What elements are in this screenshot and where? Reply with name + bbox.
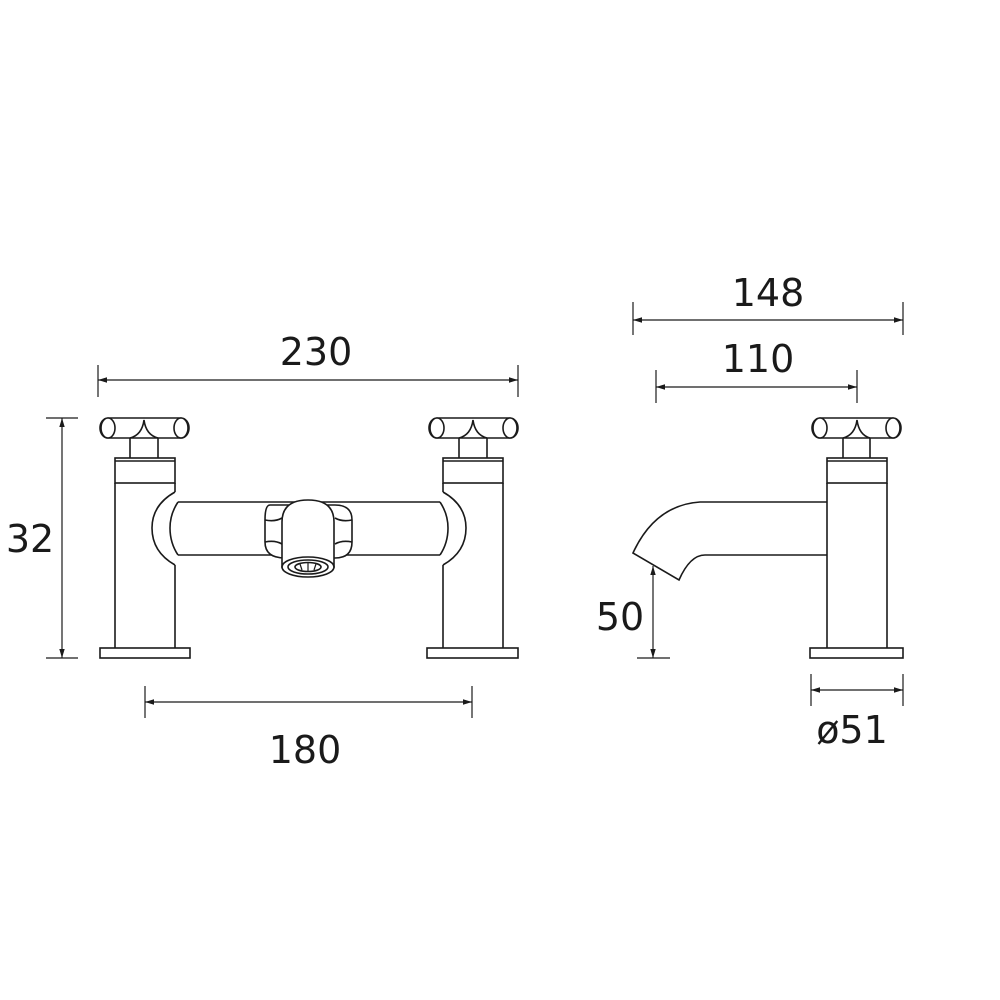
side-cross-handle-icon	[811, 417, 902, 439]
dimension-label-110: 110	[722, 337, 795, 381]
dimension-overall-depth: 148	[632, 271, 904, 335]
left-cross-handle-icon	[99, 417, 190, 439]
left-base-plate	[99, 647, 191, 659]
dimension-spout-reach: 110	[655, 337, 858, 403]
right-base-plate	[426, 647, 519, 659]
left-pillar	[99, 417, 191, 659]
dimension-label-180: 180	[269, 728, 342, 772]
side-view: 148 110 50 ø51	[596, 271, 904, 752]
dimension-label-d51: ø51	[816, 708, 888, 752]
right-cross-handle-icon	[428, 417, 519, 439]
side-spout	[631, 501, 827, 582]
front-spout	[264, 499, 353, 578]
right-pillar	[426, 417, 519, 659]
dimension-label-230: 230	[280, 330, 353, 374]
dimension-label-32: 32	[6, 517, 54, 561]
right-collar	[442, 457, 504, 484]
dimension-centres: 180	[144, 686, 473, 772]
dimension-label-148: 148	[732, 271, 805, 315]
left-collar	[114, 457, 176, 484]
side-base-plate	[809, 647, 904, 659]
dimension-base-diameter: ø51	[810, 674, 904, 752]
front-view: 230 32 180	[6, 330, 519, 772]
dimension-height: 32	[6, 417, 78, 659]
dimension-overall-width: 230	[97, 330, 519, 397]
dimension-label-50: 50	[596, 595, 644, 639]
dimension-spout-height: 50	[596, 566, 670, 659]
side-collar	[826, 457, 888, 484]
